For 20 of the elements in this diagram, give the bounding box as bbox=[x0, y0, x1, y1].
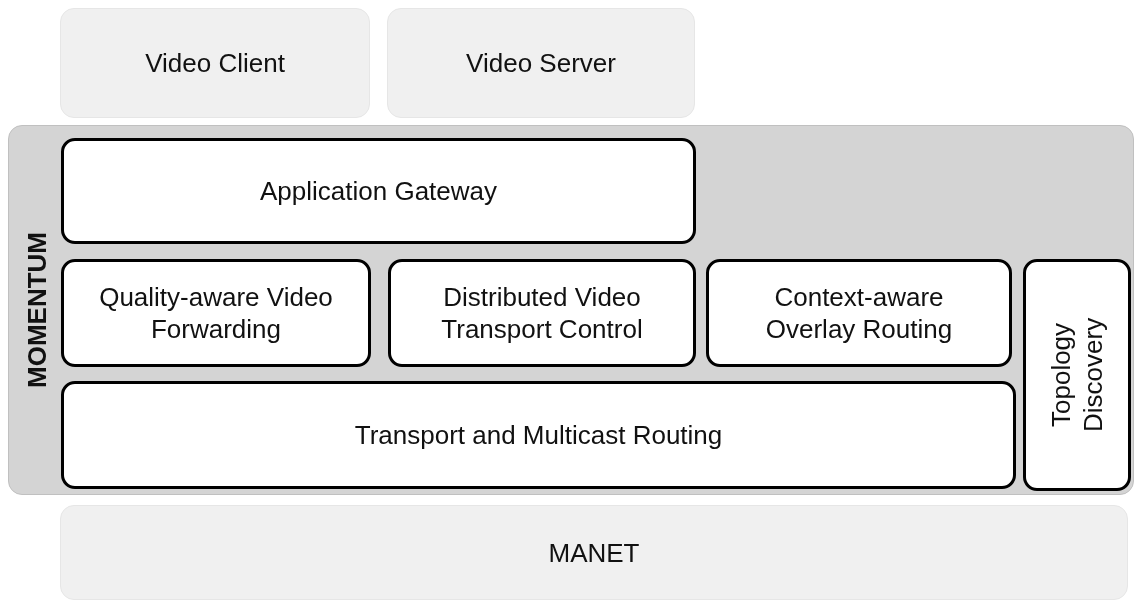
layer-label: Video Client bbox=[145, 47, 285, 79]
module-box bbox=[61, 381, 1016, 489]
framework-panel bbox=[8, 125, 1134, 495]
layer-box bbox=[387, 8, 695, 118]
layer-label: Context-aware Overlay Routing bbox=[764, 281, 954, 345]
module-box bbox=[61, 138, 696, 244]
layer-label: Video Server bbox=[466, 47, 616, 79]
layer-label: Distributed Video Transport Control bbox=[440, 281, 644, 345]
framework-title: MOMENTUM bbox=[21, 232, 53, 388]
layer-label: Transport and Multicast Routing bbox=[354, 419, 723, 451]
module-box bbox=[1023, 259, 1131, 491]
module-box bbox=[388, 259, 696, 367]
layer-label: Quality-aware Video Forwarding bbox=[98, 281, 334, 345]
layer-label: Topology Discovery bbox=[1045, 316, 1109, 435]
layer-label: Application Gateway bbox=[260, 175, 497, 207]
module-box bbox=[706, 259, 1012, 367]
layer-box bbox=[60, 505, 1128, 600]
layer-label: MANET bbox=[548, 536, 640, 569]
layer-box bbox=[60, 8, 370, 118]
module-box bbox=[61, 259, 371, 367]
